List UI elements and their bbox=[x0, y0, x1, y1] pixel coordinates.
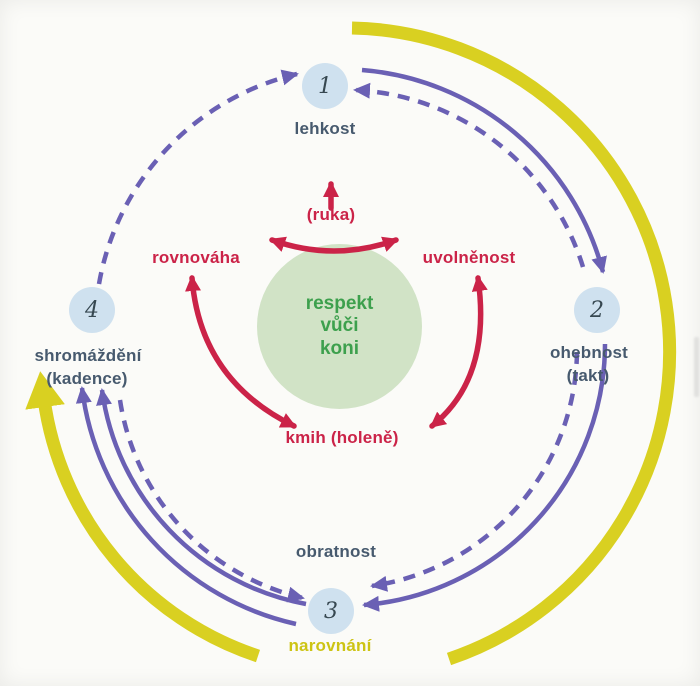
label-ruka: (ruka) bbox=[306, 205, 356, 224]
node-3-number: 3 bbox=[324, 598, 338, 624]
node-2-number: 2 bbox=[590, 297, 604, 323]
arc-inner-solid-3-to-4 bbox=[96, 388, 307, 607]
scan-artifact-right-edge bbox=[694, 337, 699, 397]
label-takt: (takt) bbox=[566, 366, 610, 385]
center-text-line1: respekt bbox=[305, 292, 374, 314]
red-arrow-uvolnenost-kmih bbox=[429, 275, 488, 429]
red-arrow-ruka-span bbox=[269, 236, 399, 254]
label-narovnani: narovnání bbox=[288, 636, 372, 655]
arc-outer-solid-3-to-4 bbox=[75, 386, 297, 627]
arc-dashed-4-to-1 bbox=[96, 69, 299, 285]
label-kadence: (kadence) bbox=[46, 369, 128, 388]
label-shromazdeni: shromáždění bbox=[34, 346, 142, 365]
label-obratnost: obratnost bbox=[295, 542, 377, 561]
node-3-circle: 3 bbox=[308, 588, 354, 634]
label-kmih: kmih (holeně) bbox=[285, 428, 399, 447]
yellow-arc-left bbox=[25, 371, 261, 663]
label-uvolnenost: uvolněnost bbox=[422, 248, 516, 267]
node-4-number: 4 bbox=[85, 297, 99, 323]
node-1-circle: 1 bbox=[302, 63, 348, 109]
label-lehkost: lehkost bbox=[294, 119, 356, 138]
node-1-number: 1 bbox=[318, 73, 332, 99]
arc-solid-1-to-2 bbox=[361, 67, 607, 274]
arc-dashed-2-to-3 bbox=[370, 351, 580, 592]
label-rovnovaha: rovnováha bbox=[152, 248, 240, 267]
center-text-line3: koni bbox=[319, 337, 360, 359]
red-arrow-rovnovaha-kmih bbox=[185, 275, 297, 429]
label-ohebnost: ohebnost bbox=[549, 343, 629, 362]
arc-dashed-2-to-1 bbox=[353, 82, 586, 268]
arc-dashed-4-to-3 bbox=[117, 399, 305, 603]
node-4-circle: 4 bbox=[69, 287, 115, 333]
center-text: respekt vůči koni bbox=[306, 293, 374, 360]
node-2-circle: 2 bbox=[574, 287, 620, 333]
arc-solid-2-to-3 bbox=[362, 343, 608, 612]
center-text-line2: vůči bbox=[320, 315, 359, 337]
yellow-arc-right bbox=[351, 21, 677, 666]
